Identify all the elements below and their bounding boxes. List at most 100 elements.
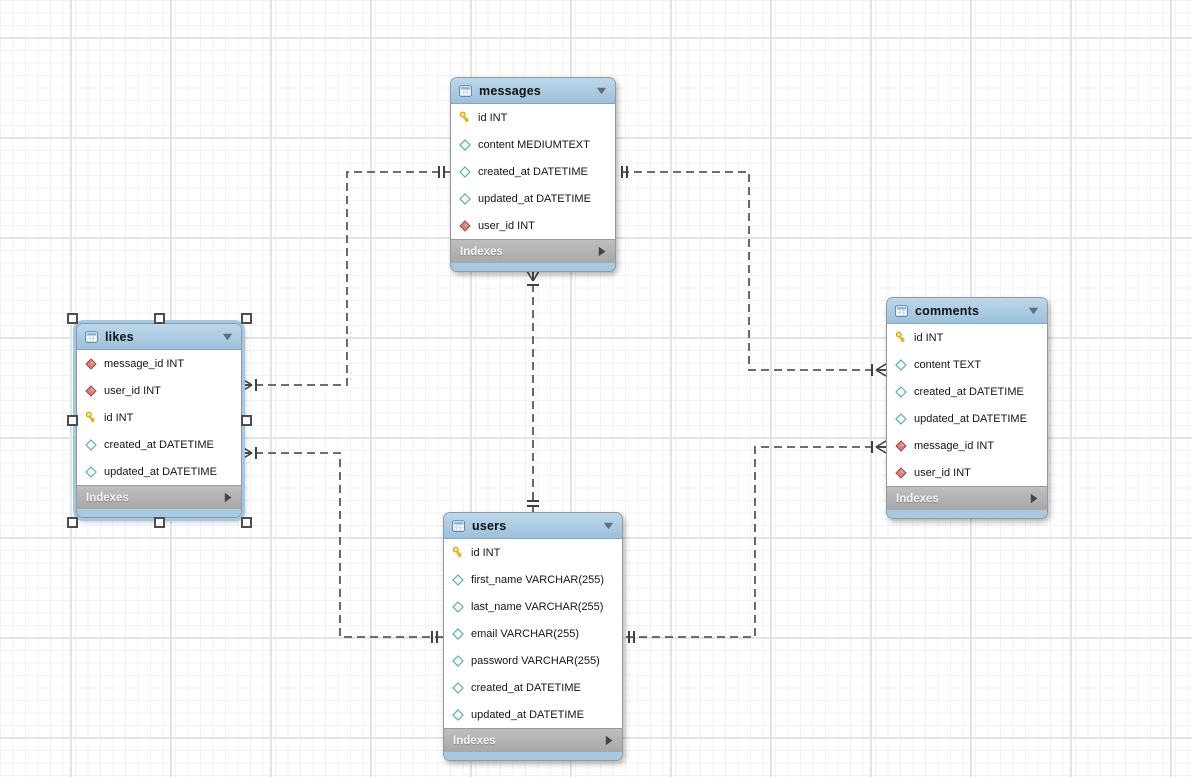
column-row[interactable]: created_at DATETIME xyxy=(444,674,622,701)
foreign-key-icon xyxy=(84,384,97,397)
primary-key-icon xyxy=(451,546,464,559)
relationship-likes-messages[interactable] xyxy=(241,166,450,392)
column-label: id INT xyxy=(471,546,501,559)
column-row[interactable]: id INT xyxy=(451,104,615,131)
column-label: id INT xyxy=(478,111,508,124)
column-row[interactable]: last_name VARCHAR(255) xyxy=(444,593,622,620)
column-label: password VARCHAR(255) xyxy=(471,654,600,667)
column-row[interactable]: id INT xyxy=(77,404,241,431)
column-row[interactable]: updated_at DATETIME xyxy=(887,405,1047,432)
nullable-column-icon xyxy=(451,708,464,721)
selection-handle[interactable] xyxy=(153,516,165,528)
column-label: content TEXT xyxy=(914,358,982,371)
collapse-arrow-icon[interactable] xyxy=(1028,302,1039,320)
nullable-column-icon xyxy=(451,681,464,694)
column-label: created_at DATETIME xyxy=(914,385,1024,398)
nullable-column-icon xyxy=(451,654,464,667)
relationship-comments-users[interactable] xyxy=(623,440,887,643)
relationship-messages-users[interactable] xyxy=(526,270,540,512)
column-label: updated_at DATETIME xyxy=(914,412,1027,425)
column-row[interactable]: user_id INT xyxy=(451,212,615,239)
selection-handle[interactable] xyxy=(66,516,78,528)
nullable-column-icon xyxy=(451,600,464,613)
column-label: content MEDIUMTEXT xyxy=(478,138,590,151)
column-label: updated_at DATETIME xyxy=(471,708,584,721)
indexes-section[interactable]: Indexes xyxy=(887,486,1047,510)
nullable-column-icon xyxy=(458,192,471,205)
column-label: created_at DATETIME xyxy=(104,438,214,451)
selection-handle[interactable] xyxy=(66,415,78,426)
table-name: messages xyxy=(479,83,542,98)
nullable-column-icon xyxy=(458,138,471,151)
table-icon xyxy=(895,304,908,318)
column-row[interactable]: user_id INT xyxy=(887,459,1047,486)
column-row[interactable]: updated_at DATETIME xyxy=(77,458,241,485)
table-header[interactable]: comments xyxy=(887,298,1047,324)
collapse-arrow-icon[interactable] xyxy=(222,328,233,346)
indexes-section[interactable]: Indexes xyxy=(77,485,241,509)
table-icon xyxy=(85,330,98,344)
column-row[interactable]: updated_at DATETIME xyxy=(451,185,615,212)
selection-handle[interactable] xyxy=(240,415,252,426)
column-label: last_name VARCHAR(255) xyxy=(471,600,604,613)
nullable-column-icon xyxy=(84,465,97,478)
table-messages[interactable]: messages id INT content MEDIUMTEXT created_… xyxy=(450,77,616,272)
indexes-label: Indexes xyxy=(86,491,129,504)
column-row[interactable]: password VARCHAR(255) xyxy=(444,647,622,674)
column-row[interactable]: first_name VARCHAR(255) xyxy=(444,566,622,593)
expand-arrow-icon[interactable] xyxy=(224,492,232,503)
nullable-column-icon xyxy=(894,385,907,398)
column-row[interactable]: id INT xyxy=(887,324,1047,351)
indexes-section[interactable]: Indexes xyxy=(444,728,622,752)
column-label: updated_at DATETIME xyxy=(478,192,591,205)
column-label: user_id INT xyxy=(104,384,161,397)
table-likes[interactable]: likes message_id INT user_id INT id INT crea… xyxy=(76,323,242,518)
table-header[interactable]: messages xyxy=(451,78,615,104)
selection-handle[interactable] xyxy=(240,312,252,324)
column-row[interactable]: message_id INT xyxy=(887,432,1047,459)
column-label: id INT xyxy=(914,331,944,344)
expand-arrow-icon[interactable] xyxy=(1030,493,1038,504)
relationship-comments-messages[interactable] xyxy=(616,166,887,377)
nullable-column-icon xyxy=(458,165,471,178)
nullable-column-icon xyxy=(451,573,464,586)
column-row[interactable]: content MEDIUMTEXT xyxy=(451,131,615,158)
collapse-arrow-icon[interactable] xyxy=(603,517,614,535)
table-users[interactable]: users id INT first_name VARCHAR(255) last_n… xyxy=(443,512,623,761)
selection-handle[interactable] xyxy=(153,312,165,324)
column-row[interactable]: updated_at DATETIME xyxy=(444,701,622,728)
column-row[interactable]: id INT xyxy=(444,539,622,566)
primary-key-icon xyxy=(894,331,907,344)
table-header[interactable]: users xyxy=(444,513,622,539)
table-footer-strip xyxy=(77,509,241,517)
column-row[interactable]: created_at DATETIME xyxy=(887,378,1047,405)
column-label: message_id INT xyxy=(914,439,995,452)
foreign-key-icon xyxy=(458,219,471,232)
table-icon xyxy=(452,519,465,533)
table-header[interactable]: likes xyxy=(77,324,241,350)
indexes-section[interactable]: Indexes xyxy=(451,239,615,263)
collapse-arrow-icon[interactable] xyxy=(596,82,607,100)
column-row[interactable]: email VARCHAR(255) xyxy=(444,620,622,647)
table-name: comments xyxy=(915,303,980,318)
expand-arrow-icon[interactable] xyxy=(605,735,613,746)
table-name: likes xyxy=(105,329,134,344)
indexes-label: Indexes xyxy=(896,492,939,505)
column-row[interactable]: created_at DATETIME xyxy=(451,158,615,185)
column-row[interactable]: user_id INT xyxy=(77,377,241,404)
column-label: updated_at DATETIME xyxy=(104,465,217,478)
column-row[interactable]: content TEXT xyxy=(887,351,1047,378)
foreign-key-icon xyxy=(84,357,97,370)
column-label: email VARCHAR(255) xyxy=(471,627,579,640)
column-row[interactable]: message_id INT xyxy=(77,350,241,377)
column-row[interactable]: created_at DATETIME xyxy=(77,431,241,458)
table-comments[interactable]: comments id INT content TEXT created_at DAT… xyxy=(886,297,1048,519)
selection-handle[interactable] xyxy=(240,516,252,528)
expand-arrow-icon[interactable] xyxy=(598,246,606,257)
selection-handle[interactable] xyxy=(66,312,78,324)
relationship-likes-users[interactable] xyxy=(241,446,443,643)
column-label: user_id INT xyxy=(478,219,535,232)
column-label: message_id INT xyxy=(104,357,185,370)
table-icon xyxy=(459,84,472,98)
